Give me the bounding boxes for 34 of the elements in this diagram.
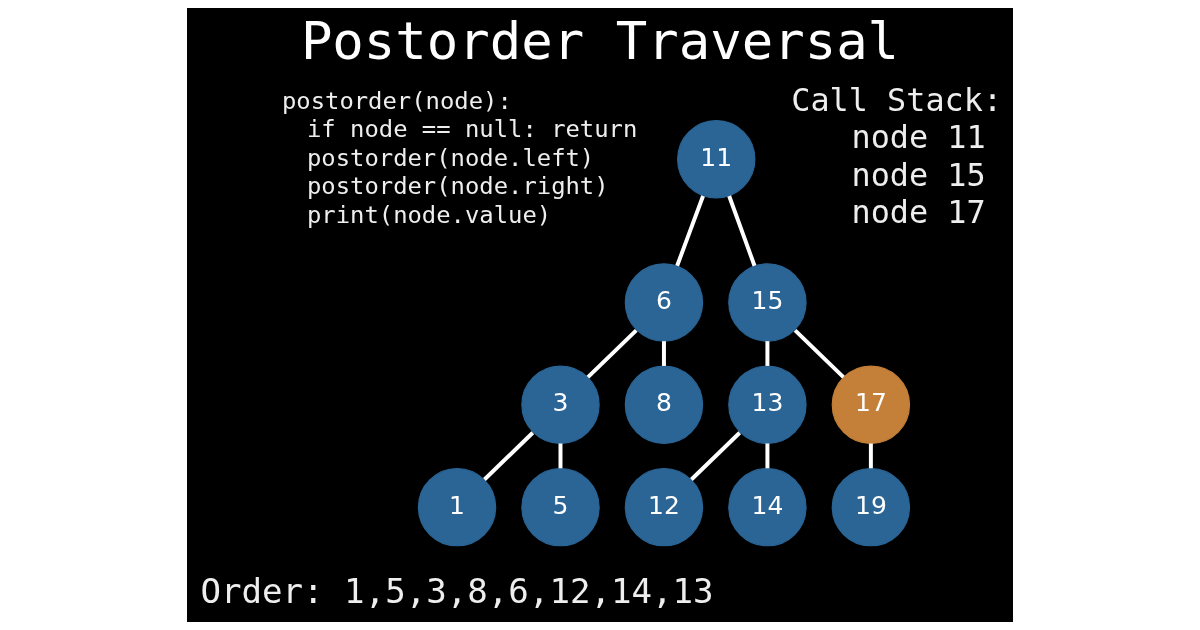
connector xyxy=(765,341,770,366)
node-circle: 5 xyxy=(521,467,600,547)
connector xyxy=(793,329,845,379)
label: node 15 xyxy=(851,155,986,194)
label: print(node.value) xyxy=(306,200,552,229)
label: postorder(node.left) xyxy=(306,143,595,172)
node-circle: 19 xyxy=(831,467,911,547)
node-circle: 13 xyxy=(728,365,807,445)
label: postorder(node): xyxy=(281,86,512,115)
label: node 11 xyxy=(851,118,986,157)
node-circle: 14 xyxy=(728,467,807,547)
node-circle: 11 xyxy=(677,120,756,199)
node-circle: 17 xyxy=(831,365,911,445)
node-circle: 12 xyxy=(624,467,704,547)
node-circle: 15 xyxy=(728,263,807,342)
node-circle: 3 xyxy=(521,365,600,445)
connector xyxy=(558,443,563,469)
connector xyxy=(765,443,770,469)
connector xyxy=(868,443,873,469)
node-circle: 1 xyxy=(417,467,497,547)
connector xyxy=(661,341,666,366)
connector xyxy=(483,431,535,481)
label: Call Stack: xyxy=(791,80,1003,119)
node-circle: 8 xyxy=(624,365,704,445)
diagram-title: Postorder Traversal xyxy=(300,9,900,71)
label: postorder(node.right) xyxy=(306,172,609,201)
node-circle: 6 xyxy=(624,263,704,342)
connector xyxy=(727,195,757,267)
connector xyxy=(690,431,742,481)
label: Order: 1,5,3,8,6,12,14,13 xyxy=(200,570,714,611)
label: node 17 xyxy=(851,193,986,232)
connector xyxy=(586,329,638,379)
label: if node == null: return xyxy=(306,115,638,144)
connector xyxy=(675,195,705,267)
